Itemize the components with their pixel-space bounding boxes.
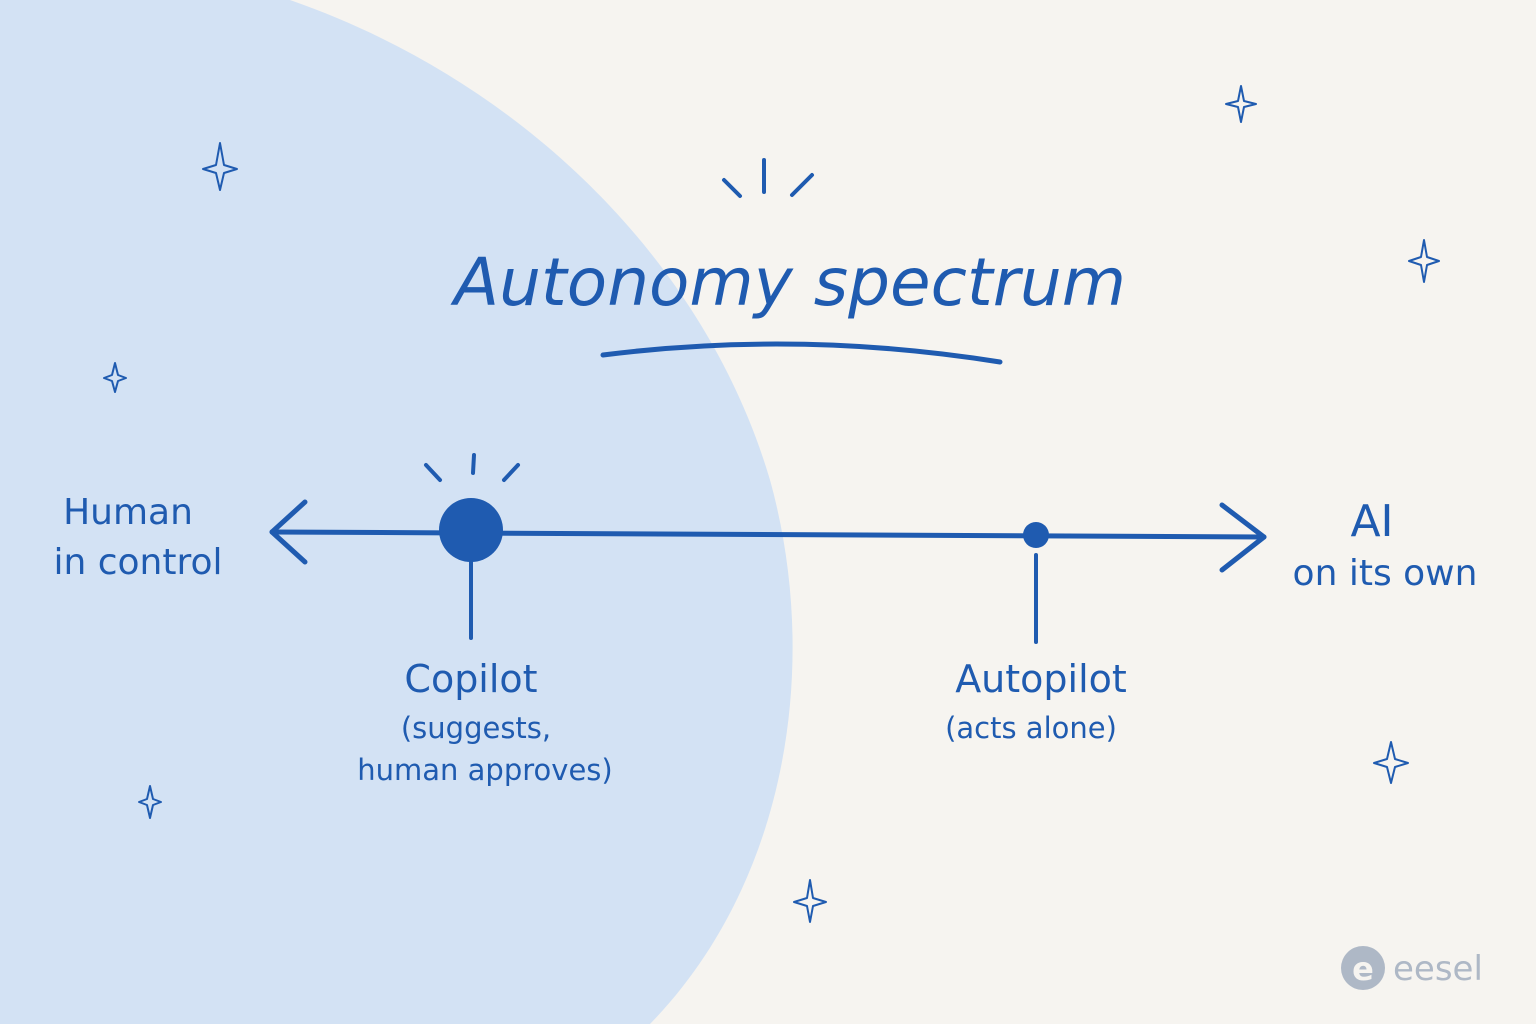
background-blob	[0, 0, 793, 1024]
copilot-point	[439, 498, 503, 562]
left-end-label-line1: Human	[63, 492, 193, 533]
brand-logo: e eesel	[1341, 946, 1483, 990]
brand-logo-icon	[1341, 946, 1385, 990]
sparkle-icon	[202, 142, 238, 191]
left-arrowhead	[269, 499, 308, 565]
sparkle-icon	[138, 785, 162, 819]
copilot-highlight-marks	[424, 453, 520, 482]
copilot-label: Copilot	[404, 657, 537, 701]
spectrum-axis-line	[269, 529, 1267, 540]
right-arrowhead	[1219, 502, 1267, 573]
autopilot-point	[1023, 522, 1049, 548]
right-end-label-line1: AI	[1350, 496, 1393, 547]
sparkle-icon	[1225, 85, 1257, 123]
brand-name: eesel	[1393, 949, 1483, 989]
title-emphasis-marks	[722, 158, 814, 198]
right-end-label-line2: on its own	[1293, 553, 1478, 594]
sparkle-icon	[793, 879, 827, 923]
brand-logo-letter: e	[1352, 950, 1374, 988]
left-end-label-line2: in control	[53, 542, 222, 583]
sparkle-icon	[103, 362, 127, 393]
copilot-desc-line1: (suggests,	[401, 711, 551, 745]
autopilot-desc-line1: (acts alone)	[945, 711, 1117, 745]
diagram-title: Autonomy spectrum	[450, 244, 1126, 321]
sparkle-icon	[1373, 741, 1409, 784]
title-underline	[600, 341, 1003, 365]
copilot-desc-line2: human approves)	[357, 753, 612, 787]
sparkle-icon	[1408, 239, 1440, 283]
autopilot-label: Autopilot	[955, 657, 1127, 701]
